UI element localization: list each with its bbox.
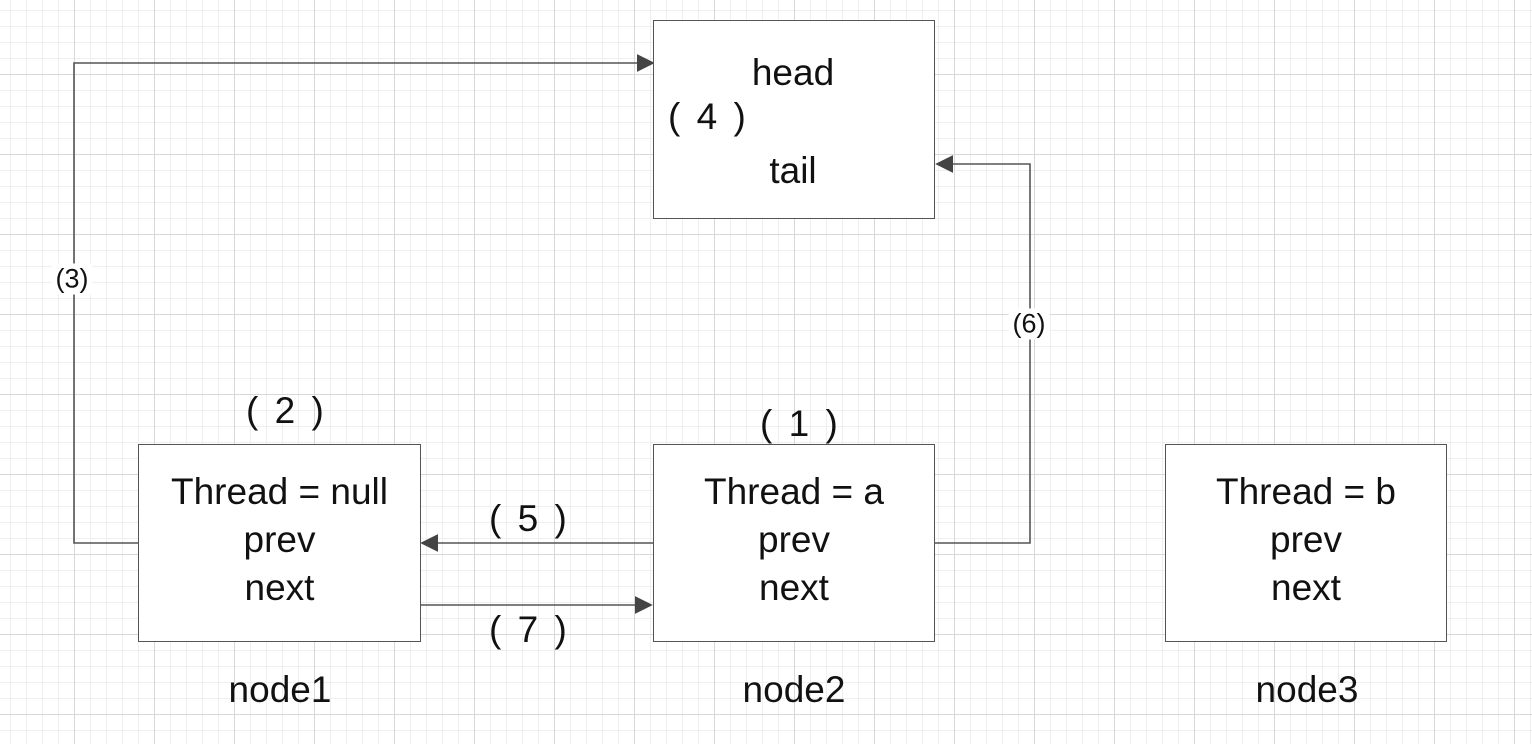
node1-box[interactable]: Thread = null prev next <box>138 444 421 642</box>
node1-next-field: next <box>244 567 315 608</box>
node1-prev-field: prev <box>243 519 316 560</box>
node2-caption: node2 <box>742 669 846 710</box>
node3-box[interactable]: Thread = b prev next <box>1165 444 1447 642</box>
node3-thread-field: Thread = b <box>1216 471 1396 512</box>
step-1-label: ( 1 ) <box>760 403 841 444</box>
queue-box[interactable] <box>653 20 935 219</box>
node3-next-field: next <box>1271 567 1341 608</box>
node3-caption: node3 <box>1255 669 1359 710</box>
node2-box[interactable]: Thread = a prev next <box>653 444 935 642</box>
head-label: head <box>751 52 835 93</box>
node1-thread-field: Thread = null <box>171 471 388 512</box>
edge-label-6: (6) <box>1008 308 1050 340</box>
edge-node1-to-head <box>73 54 655 544</box>
node3-prev-field: prev <box>1270 519 1342 560</box>
edge-label-3: (3) <box>51 263 93 295</box>
node2-thread-field: Thread = a <box>704 471 884 512</box>
edge-label-5: ( 5 ) <box>489 498 570 539</box>
node2-prev-field: prev <box>758 519 830 560</box>
node2-next-field: next <box>759 567 829 608</box>
node1-caption: node1 <box>228 669 332 710</box>
tail-label: tail <box>769 150 817 191</box>
edge-node2-to-tail <box>935 155 1031 544</box>
step-2-label: ( 2 ) <box>246 390 327 431</box>
edge-label-7: ( 7 ) <box>489 609 570 650</box>
step-4-label: ( 4 ) <box>668 96 749 137</box>
